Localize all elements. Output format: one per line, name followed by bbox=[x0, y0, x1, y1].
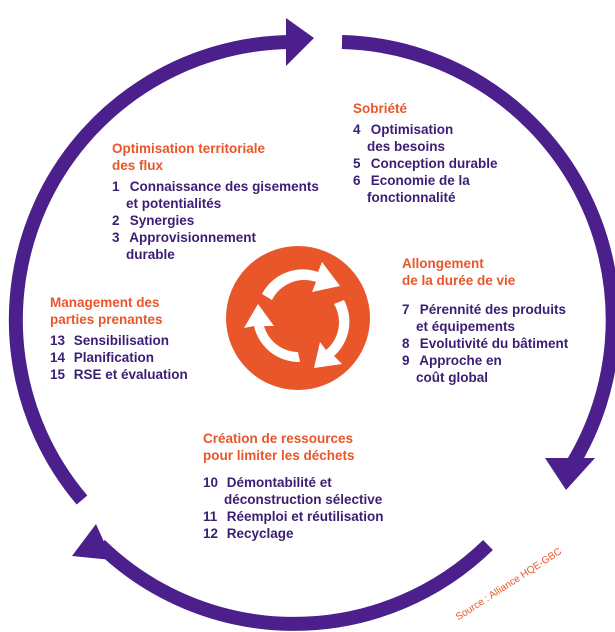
section-flux-heading: Optimisation territoriale des flux bbox=[112, 140, 319, 174]
cycle-arrow-2 bbox=[314, 300, 350, 368]
item-number: 2 bbox=[112, 213, 120, 228]
section-allongement: Allongement de la durée de vie 7 Pérenni… bbox=[402, 255, 568, 386]
outer-cycle-arrows bbox=[8, 35, 615, 631]
section-allongement-heading-line1: Allongement bbox=[402, 256, 484, 271]
item-label-cont: fonctionnalité bbox=[367, 190, 456, 205]
section-flux-heading-line2: des flux bbox=[112, 158, 164, 173]
item-number: 12 bbox=[203, 526, 219, 541]
arc-bottom bbox=[95, 539, 493, 631]
list-item: 7 Pérennité des produits et équipements bbox=[402, 301, 568, 335]
section-management-heading-line1: Management des bbox=[50, 295, 160, 310]
item-number: 9 bbox=[402, 353, 410, 368]
arrowhead-bottom-left bbox=[72, 524, 112, 560]
item-label: RSE et évaluation bbox=[73, 367, 188, 382]
list-item: 2 Synergies bbox=[112, 212, 319, 229]
item-label: Conception durable bbox=[370, 156, 498, 171]
list-item: 12 Recyclage bbox=[203, 525, 384, 542]
section-management-heading-line2: parties prenantes bbox=[50, 312, 163, 327]
list-item: 13 Sensibilisation bbox=[50, 332, 188, 349]
cycle-arrow-3 bbox=[244, 304, 300, 363]
item-label: Evolutivité du bâtiment bbox=[419, 336, 569, 351]
list-item: 15 RSE et évaluation bbox=[50, 366, 188, 383]
arc-right bbox=[341, 35, 615, 472]
item-label: Connaissance des gisements bbox=[129, 179, 319, 194]
section-management-heading: Management des parties prenantes bbox=[50, 294, 188, 328]
list-item: 1 Connaissance des gisements et potential… bbox=[112, 178, 319, 212]
section-flux-heading-line1: Optimisation territoriale bbox=[112, 141, 266, 156]
list-item: 3 Approvisionnement durable bbox=[112, 229, 319, 263]
section-creation: Création de ressources pour limiter les … bbox=[203, 430, 384, 542]
section-management: Management des parties prenantes 13 Sens… bbox=[50, 294, 188, 383]
list-item: 10 Démontabilité et déconstruction sélect… bbox=[203, 474, 384, 508]
item-number: 13 bbox=[50, 333, 66, 348]
recycling-arrows-icon bbox=[226, 246, 370, 390]
arc-top-left bbox=[8, 35, 291, 505]
item-number: 7 bbox=[402, 302, 410, 317]
item-label: Approvisionnement bbox=[129, 230, 257, 245]
section-creation-heading-line1: Création de ressources bbox=[203, 431, 354, 446]
item-number: 3 bbox=[112, 230, 120, 245]
item-number: 4 bbox=[353, 122, 361, 137]
section-sobriete-items: 4 Optimisation des besoins 5 Conception d… bbox=[353, 121, 498, 206]
section-creation-heading: Création de ressources pour limiter les … bbox=[203, 430, 384, 464]
section-sobriete-heading-line1: Sobriété bbox=[353, 101, 408, 116]
cycle-arrow-1 bbox=[262, 262, 340, 300]
item-label-cont: et potentialités bbox=[126, 196, 222, 211]
item-label-cont: coût global bbox=[416, 370, 488, 385]
item-number: 1 bbox=[112, 179, 120, 194]
item-label-cont: et équipements bbox=[416, 319, 516, 334]
item-label: Sensibilisation bbox=[73, 333, 170, 348]
item-label: Optimisation bbox=[370, 122, 454, 137]
item-label: Recyclage bbox=[226, 526, 294, 541]
item-number: 5 bbox=[353, 156, 361, 171]
section-flux: Optimisation territoriale des flux 1 Con… bbox=[112, 140, 319, 263]
section-flux-items: 1 Connaissance des gisements et potential… bbox=[112, 178, 319, 263]
list-item: 9 Approche en coût global bbox=[402, 352, 568, 386]
list-item: 6 Economie de la fonctionnalité bbox=[353, 172, 498, 206]
section-allongement-heading: Allongement de la durée de vie bbox=[402, 255, 568, 289]
list-item: 14 Planification bbox=[50, 349, 188, 366]
section-management-items: 13 Sensibilisation 14 Planification 15 R… bbox=[50, 332, 188, 383]
item-label-cont: durable bbox=[126, 247, 175, 262]
list-item: 11 Réemploi et réutilisation bbox=[203, 508, 384, 525]
arrowheads bbox=[72, 18, 595, 560]
item-label: Economie de la bbox=[370, 173, 470, 188]
arrowhead-right bbox=[545, 458, 595, 490]
section-allongement-items: 7 Pérennité des produits et équipements 8… bbox=[402, 301, 568, 386]
item-label: Pérennité des produits bbox=[419, 302, 567, 317]
arrowhead-top bbox=[286, 18, 314, 66]
item-label: Réemploi et réutilisation bbox=[226, 509, 384, 524]
item-label: Approche en bbox=[419, 353, 502, 368]
item-label-cont: déconstruction sélective bbox=[224, 492, 383, 507]
section-sobriete-heading: Sobriété bbox=[353, 100, 498, 117]
item-label: Synergies bbox=[129, 213, 195, 228]
section-creation-heading-line2: pour limiter les déchets bbox=[203, 448, 355, 463]
item-label: Planification bbox=[73, 350, 155, 365]
item-number: 14 bbox=[50, 350, 66, 365]
item-number: 10 bbox=[203, 475, 219, 490]
list-item: 5 Conception durable bbox=[353, 155, 498, 172]
section-allongement-heading-line2: de la durée de vie bbox=[402, 273, 516, 288]
list-item: 8 Evolutivité du bâtiment bbox=[402, 335, 568, 352]
section-creation-items: 10 Démontabilité et déconstruction sélect… bbox=[203, 474, 384, 542]
section-sobriete: Sobriété 4 Optimisation des besoins 5 Con… bbox=[353, 100, 498, 206]
item-label-cont: des besoins bbox=[367, 139, 446, 154]
item-number: 15 bbox=[50, 367, 66, 382]
list-item: 4 Optimisation des besoins bbox=[353, 121, 498, 155]
item-number: 8 bbox=[402, 336, 410, 351]
item-number: 6 bbox=[353, 173, 361, 188]
item-label: Démontabilité et bbox=[226, 475, 332, 490]
item-number: 11 bbox=[203, 509, 218, 524]
